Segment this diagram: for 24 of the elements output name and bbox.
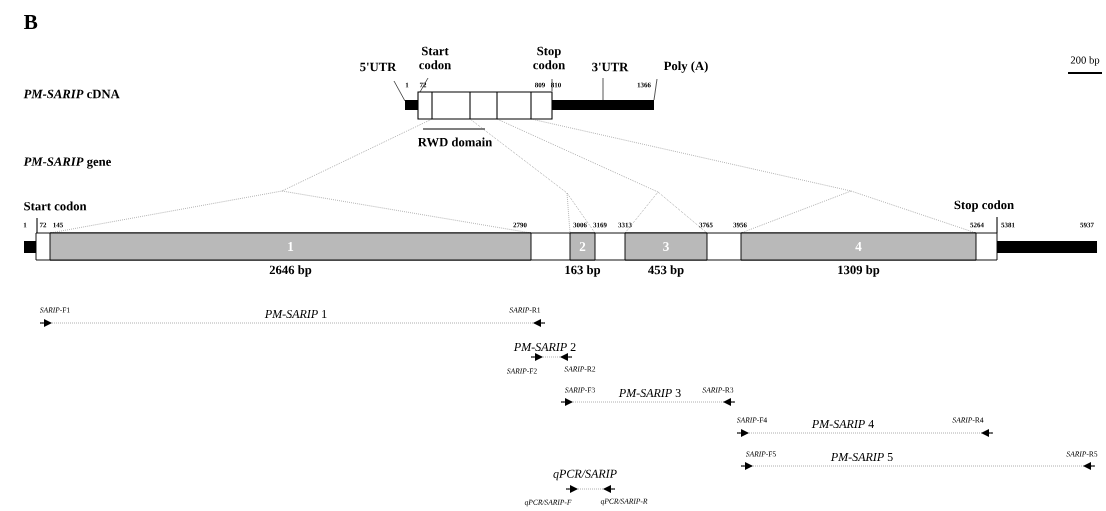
amplicon-label: PM-SARIP 4 (810, 418, 876, 430)
exon-box: 3 (624, 232, 708, 261)
exon-box: 2 (569, 232, 596, 261)
amplicon-label: qPCR/SARIP (551, 468, 619, 482)
amplicon-label: PM-SARIP 1 (263, 308, 329, 320)
exon-box: 4 (740, 232, 977, 261)
feature-label: Stop codon (533, 46, 565, 70)
row-title: PM-SARIP gene (23, 157, 111, 169)
amplicon-label: PM-SARIP 3 (617, 387, 683, 399)
domain-label: RWD domain (417, 137, 493, 147)
feature-label: 3'UTR (592, 62, 629, 72)
feature-label: Start codon (419, 46, 451, 70)
length-label: 1309 bp (838, 265, 880, 277)
panel-letter: B (23, 15, 38, 29)
amplicon-label: PM-SARIP 5 (829, 451, 895, 463)
scale-label: 200 bp (1070, 56, 1100, 66)
exon-box: 1 (49, 232, 532, 261)
length-label: 453 bp (648, 265, 684, 277)
row-title: PM-SARIP cDNA (23, 89, 120, 99)
feature-label: 5'UTR (360, 62, 397, 72)
length-label: 163 bp (565, 265, 601, 277)
amplicon-label: PM-SARIP 2 (512, 341, 578, 353)
feature-label: Poly (A) (663, 61, 708, 73)
length-label: 2646 bp (269, 265, 312, 277)
